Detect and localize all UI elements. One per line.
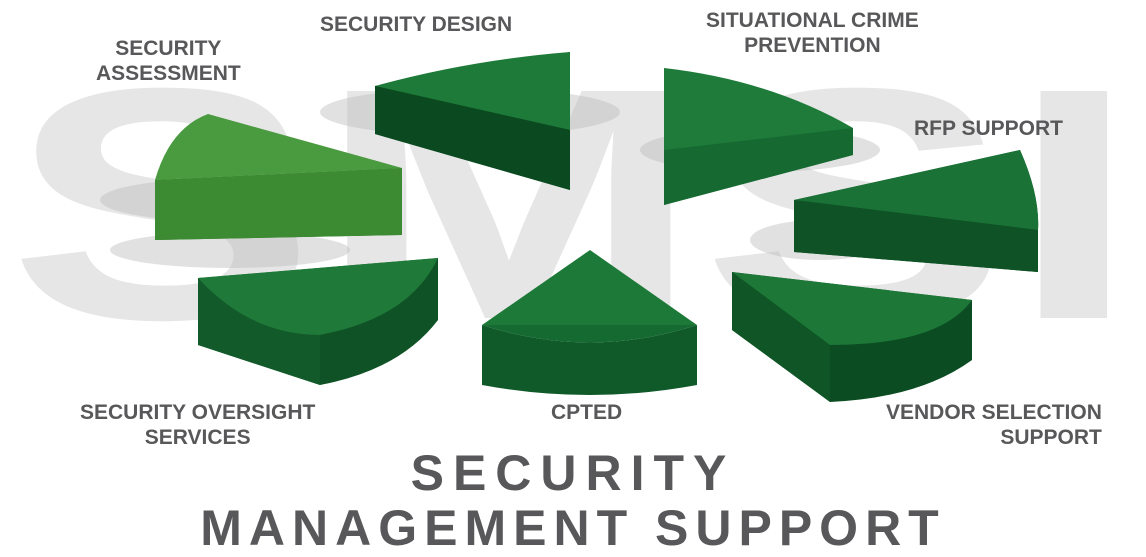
segment-security-design (375, 52, 570, 190)
segment-cpted (482, 250, 697, 395)
label-rfp-support: RFP SUPPORT (914, 116, 1063, 141)
label-line: SITUATIONAL CRIME (706, 9, 919, 32)
label-line: CPTED (551, 401, 623, 424)
label-security-assessment: SECURITY ASSESSMENT (96, 36, 241, 86)
label-line: ASSESSMENT (96, 62, 241, 85)
label-line: PREVENTION (744, 34, 881, 57)
label-line: SERVICES (144, 426, 251, 449)
label-line: VENDOR SELECTION (886, 401, 1102, 424)
label-line: SUPPORT (1000, 426, 1102, 449)
segment-security-assessment (155, 114, 402, 240)
main-title-line-2: MANAGEMENT SUPPORT (200, 500, 946, 556)
label-vendor-selection-support: VENDOR SELECTION SUPPORT (886, 400, 1102, 450)
main-title-line-1: SECURITY (410, 445, 736, 501)
segment-rfp-support (794, 150, 1039, 272)
label-security-oversight-services: SECURITY OVERSIGHT SERVICES (80, 400, 315, 450)
label-security-design: SECURITY DESIGN (320, 12, 512, 37)
segment-vendor-selection-support (732, 272, 972, 402)
label-line: SECURITY DESIGN (320, 13, 513, 36)
label-line: RFP SUPPORT (914, 117, 1063, 140)
label-line: SECURITY (115, 37, 222, 60)
label-line: SECURITY OVERSIGHT (80, 401, 316, 424)
label-cpted: CPTED (551, 400, 622, 425)
segment-security-oversight-services (198, 258, 438, 385)
segment-situational-crime-prevention (664, 68, 853, 205)
label-situational-crime-prevention: SITUATIONAL CRIME PREVENTION (706, 8, 919, 58)
